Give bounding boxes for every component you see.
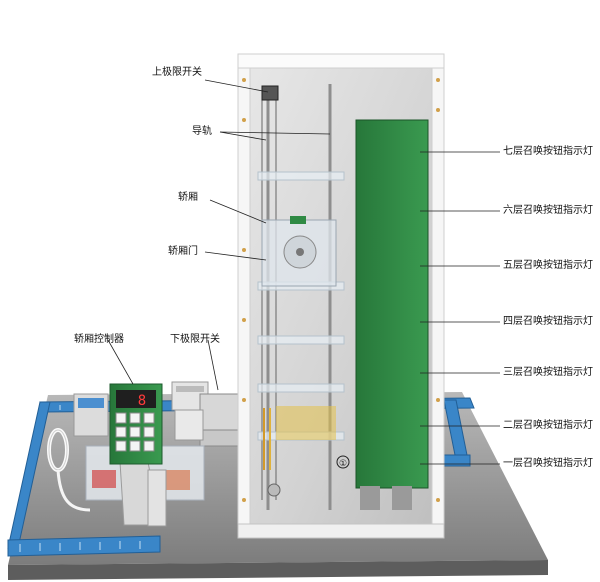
label-floor1-call: 一层召唤按钮指示灯 — [503, 458, 593, 469]
label-floor3-call: 三层召唤按钮指示灯 — [503, 367, 593, 378]
car-controller-keypad: 8 — [109, 383, 163, 465]
leader-lines — [107, 79, 500, 465]
label-floor7-call: 七层召唤按钮指示灯 — [503, 146, 593, 157]
left-device-cluster — [47, 381, 247, 527]
call-button-pcb-column — [355, 119, 429, 510]
elevator-car — [261, 216, 337, 287]
label-car-controller: 轿厢控制器 — [74, 334, 124, 345]
label-floor5-call: 五层召唤按钮指示灯 — [503, 260, 593, 271]
label-car-door: 轿厢门 — [168, 246, 198, 257]
bottom-wiring: ① — [263, 406, 350, 497]
label-floor2-call: 二层召唤按钮指示灯 — [503, 420, 593, 431]
controller-display: 8 — [138, 393, 146, 409]
label-upper-limit-switch: 上极限开关 — [152, 67, 202, 78]
upper-limit-switch-part — [261, 85, 279, 101]
label-floor4-call: 四层召唤按钮指示灯 — [503, 316, 593, 327]
base-table-front-edge — [8, 560, 548, 580]
label-floor6-call: 六层召唤按钮指示灯 — [503, 205, 593, 216]
shaft-floor-mark: ① — [339, 459, 347, 469]
label-guide-rail: 导轨 — [192, 126, 212, 137]
label-lower-limit-switch: 下极限开关 — [170, 334, 220, 345]
label-car: 轿厢 — [178, 192, 198, 203]
